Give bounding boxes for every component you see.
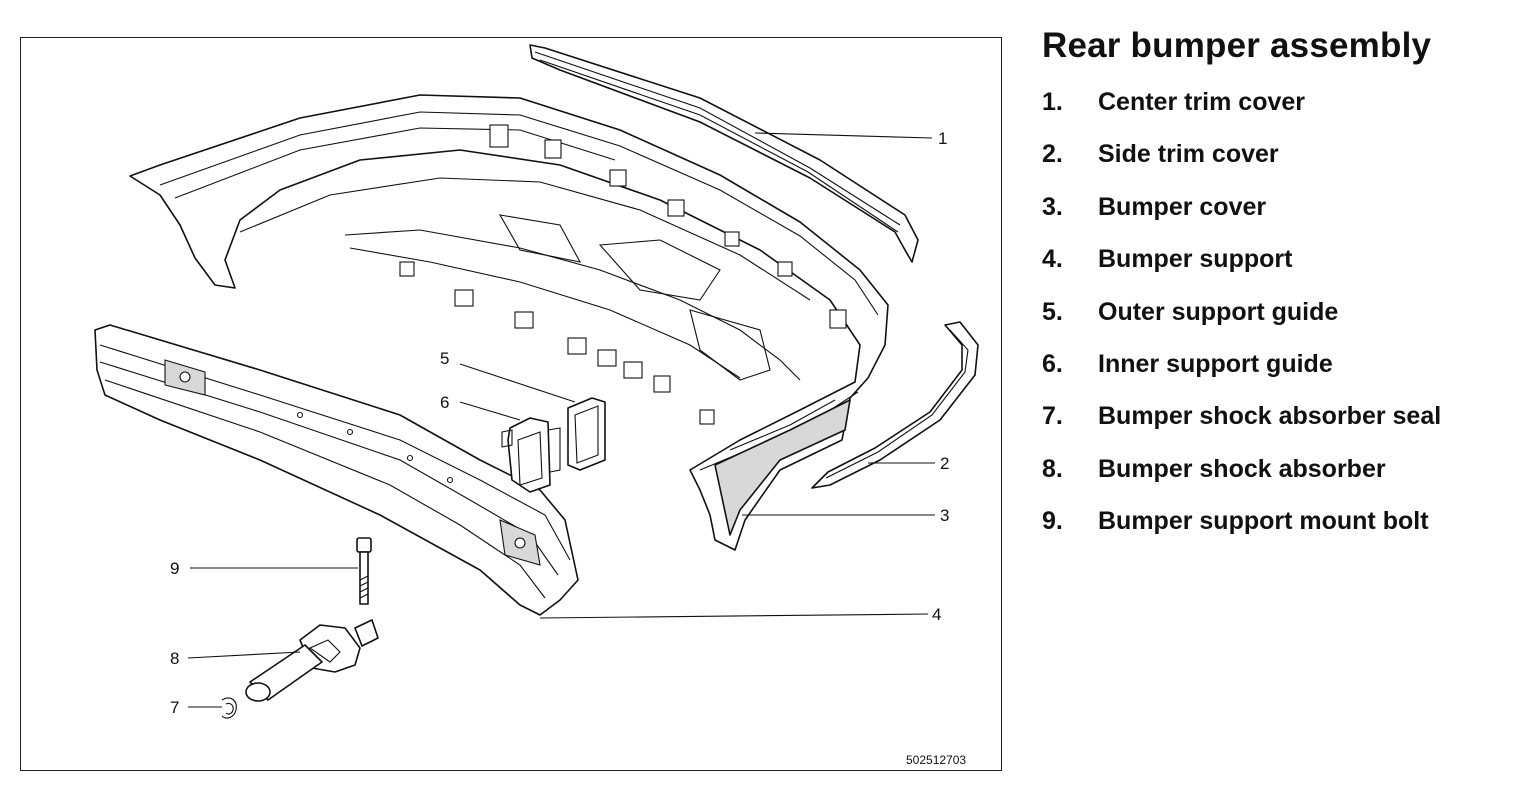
center-trim-cover-drawing — [529, 44, 919, 263]
inner-support-guide-drawing — [501, 417, 561, 493]
legend-label: Bumper cover — [1098, 192, 1267, 221]
legend-label: Bumper shock absorber — [1098, 454, 1386, 483]
callout-1: 1 — [938, 129, 947, 148]
shock-absorber-seal-drawing — [221, 697, 237, 719]
callout-8: 8 — [170, 649, 179, 668]
legend-number: 5. — [1042, 297, 1063, 326]
legend-label: Center trim cover — [1098, 88, 1306, 116]
callout-3: 3 — [940, 506, 949, 525]
callout-4: 4 — [932, 605, 941, 624]
callout-2: 2 — [940, 454, 949, 473]
legend-label: Bumper support mount bolt — [1098, 507, 1429, 536]
parts-legend: Rear bumper assembly 1. Center trim cover… — [1042, 26, 1512, 560]
legend-title: Rear bumper assembly — [1042, 26, 1432, 65]
mount-bolt-drawing — [356, 537, 372, 605]
legend-label: Bumper support — [1098, 245, 1293, 274]
legend-item: 5. Outer support guide — [1042, 298, 1512, 350]
legend-item: 3. Bumper cover — [1042, 193, 1512, 245]
legend-item: 9. Bumper support mount bolt — [1042, 507, 1512, 559]
legend-item: 6. Inner support guide — [1042, 350, 1512, 402]
outer-support-guide-drawing — [567, 397, 606, 471]
legend-number: 6. — [1042, 349, 1063, 378]
bumper-support-drawing — [94, 324, 579, 616]
legend-number: 8. — [1042, 454, 1063, 483]
shock-absorber-drawing — [245, 619, 379, 702]
callout-7: 7 — [170, 698, 179, 717]
legend-list: 1. Center trim cover 2. Side trim cover 3.… — [1042, 88, 1512, 560]
callout-6: 6 — [440, 393, 449, 412]
bumper-cover-drawing — [129, 94, 889, 551]
legend-number: 1. — [1042, 88, 1063, 116]
legend-label: Side trim cover — [1098, 140, 1279, 169]
legend-number: 2. — [1042, 140, 1063, 169]
legend-number: 7. — [1042, 402, 1063, 431]
legend-item: 8. Bumper shock absorber — [1042, 455, 1512, 507]
legend-label: Bumper shock absorber seal — [1098, 402, 1442, 431]
legend-label: Inner support guide — [1098, 349, 1333, 378]
legend-label: Outer support guide — [1098, 297, 1339, 326]
legend-number: 4. — [1042, 245, 1063, 274]
callout-5: 5 — [440, 349, 449, 368]
figure-code: 502512703 — [906, 753, 966, 767]
legend-number: 9. — [1042, 507, 1063, 536]
legend-item: 4. Bumper support — [1042, 245, 1512, 297]
callout-9: 9 — [170, 559, 179, 578]
legend-item: 1. Center trim cover — [1042, 88, 1512, 140]
figure-frame — [20, 37, 1002, 771]
legend-item: 2. Side trim cover — [1042, 140, 1512, 192]
legend-number: 3. — [1042, 192, 1063, 221]
legend-item: 7. Bumper shock absorber seal — [1042, 402, 1512, 454]
side-trim-cover-drawing — [811, 321, 979, 489]
